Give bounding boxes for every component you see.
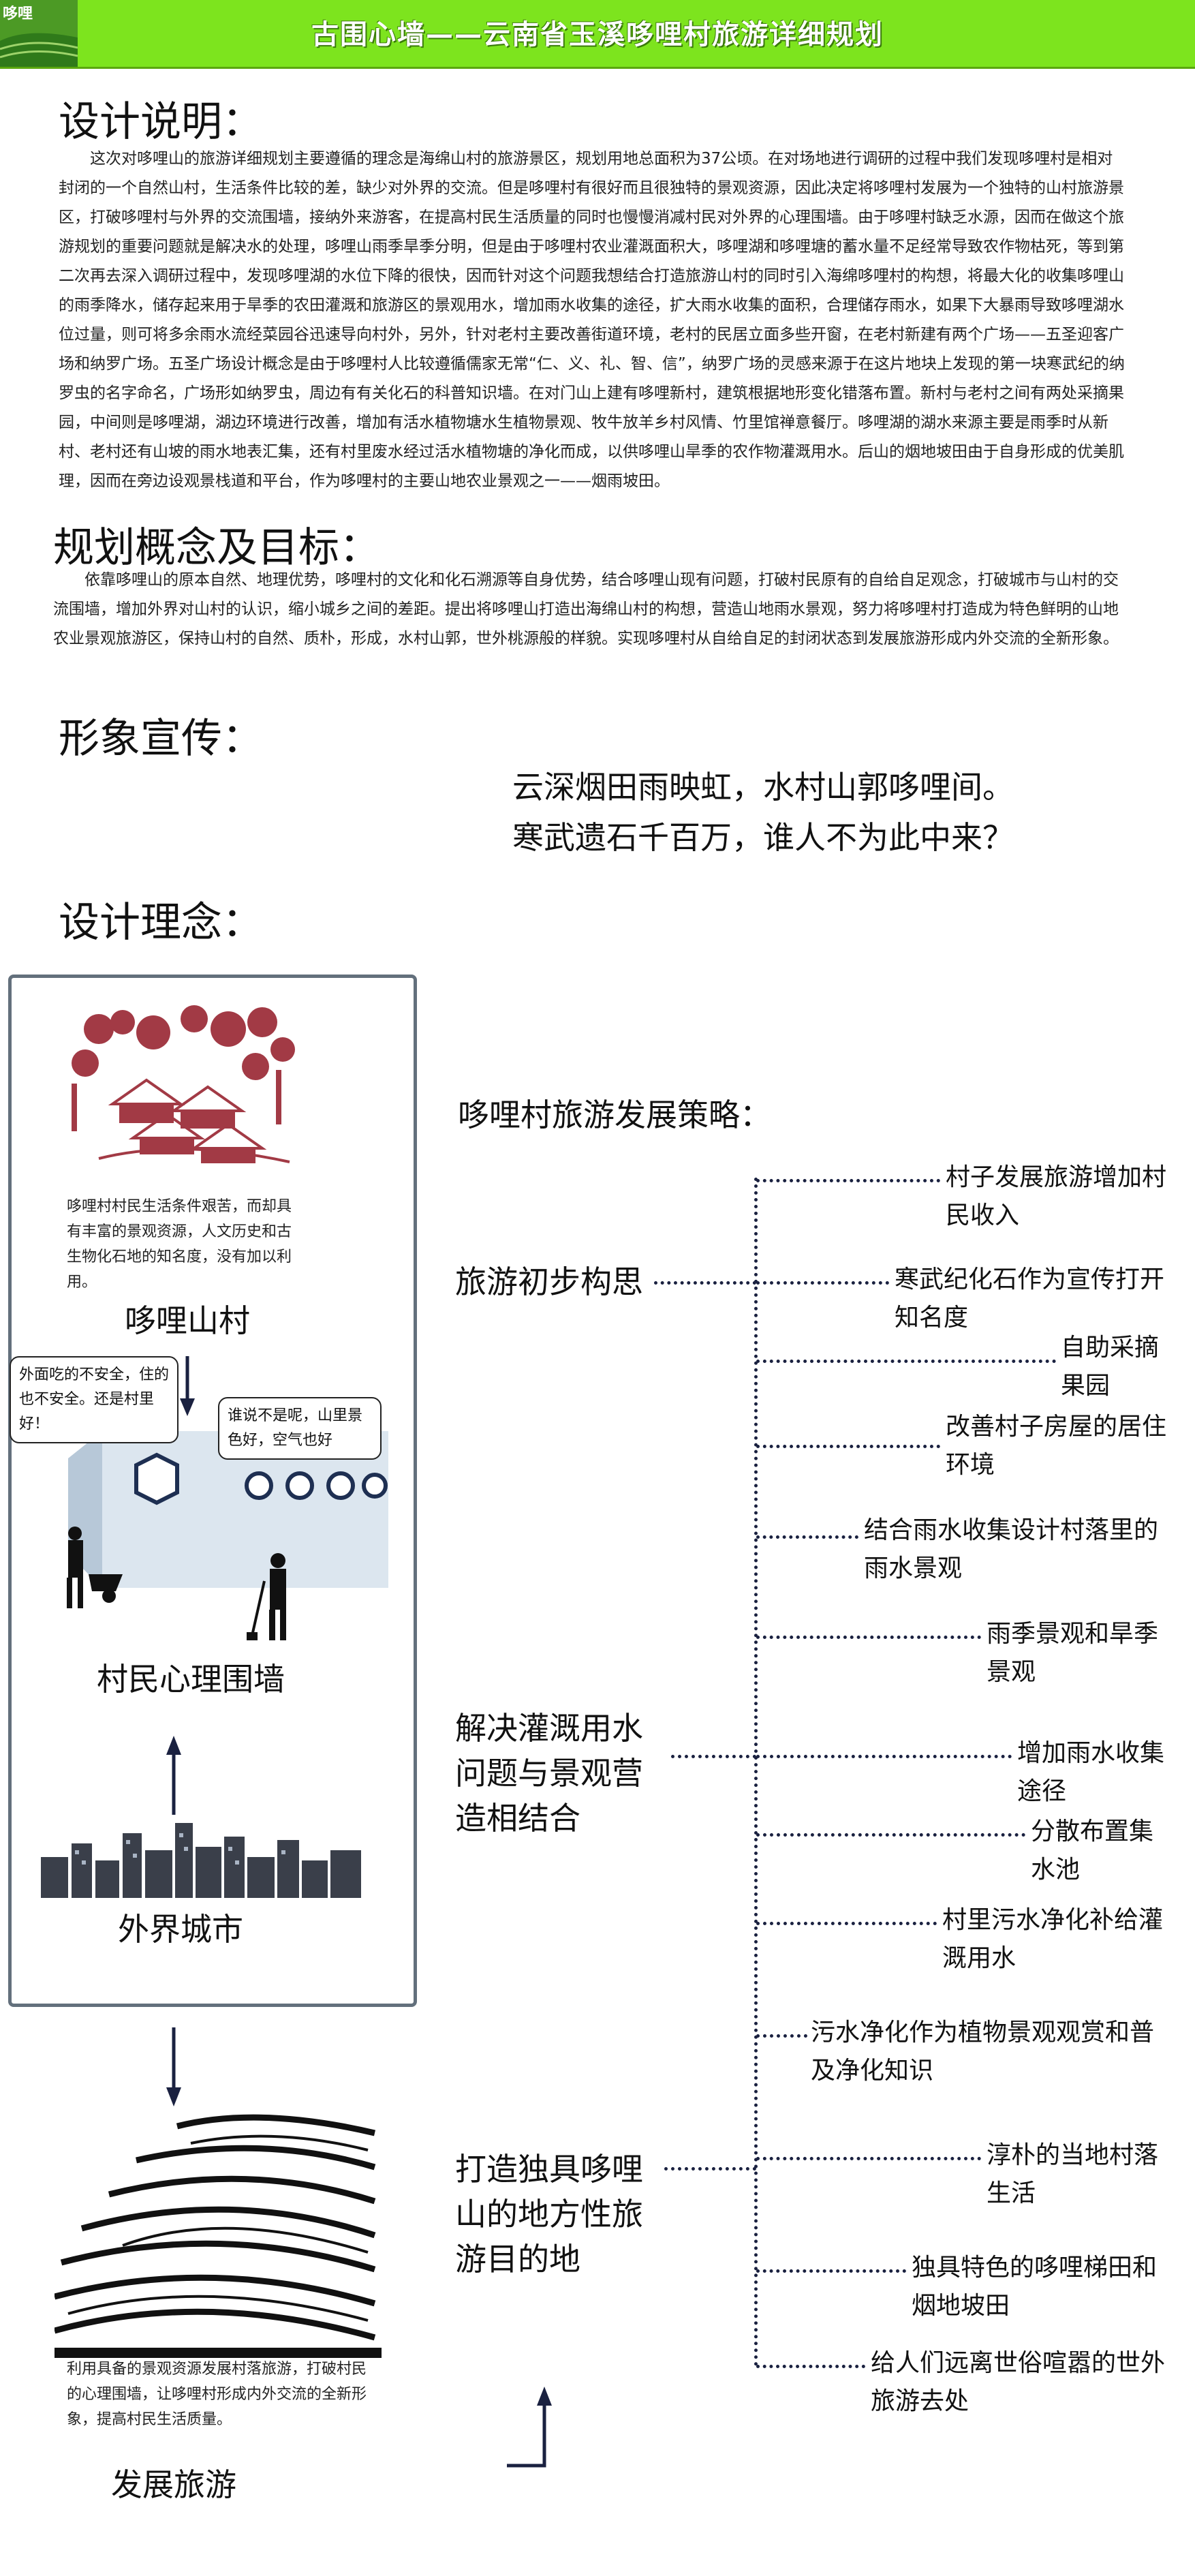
strategy-leaf: 增加雨水收集途径	[1017, 1739, 1165, 1805]
connector-line	[756, 2157, 981, 2160]
header-banner: 哆哩 古围心墙——云南省玉溪哆哩村旅游详细规划	[0, 0, 1195, 69]
connector-line	[664, 2167, 756, 2171]
strategy-leaf: 村里污水净化补给灌溉用水	[942, 1906, 1164, 1972]
city-label: 外界城市	[118, 1911, 243, 1948]
connector-line	[756, 1922, 937, 1925]
tourism-label: 发展旅游	[111, 2466, 236, 2503]
terrace-fields-illustration	[55, 2114, 382, 2358]
page-title: 古围心墙——云南省玉溪哆哩村旅游详细规划	[311, 19, 884, 50]
village-illustration	[72, 1005, 295, 1163]
strategy-leaf: 分散布置集水池	[1031, 1818, 1154, 1884]
wall-label: 村民心理围墙	[97, 1661, 285, 1698]
arrow-down-icon	[166, 2027, 181, 2106]
terrace-logo-icon	[0, 33, 78, 67]
wall-scene-illustration	[67, 1431, 388, 1640]
strategy-leaf: 结合雨水收集设计村落里的雨水景观	[864, 1516, 1159, 1582]
tourism-caption: 利用具备的景观资源发展村落旅游，打破村民的心理围墙，让哆哩村形成内外交流的全新形…	[67, 2361, 367, 2428]
concept-frame	[8, 975, 417, 2007]
village-caption: 哆哩村村民生活条件艰苦，而却具有丰富的景观资源，人文历史和古生物化石地的知名度，…	[67, 1198, 292, 1291]
city-skyline-illustration	[41, 1823, 361, 1898]
arrow-up-icon	[166, 1736, 181, 1815]
design-note-heading: 设计说明：	[59, 98, 263, 146]
arrow-down-icon	[180, 1356, 195, 1416]
connector-line	[756, 1636, 981, 1639]
concept-body: 依靠哆哩山的原本自然、地理优势，哆哩村的文化和化石溯源等自身优势，结合哆哩山现有…	[53, 571, 1119, 647]
strategy-leaf: 改善村子房屋的居住环境	[946, 1413, 1167, 1479]
connector-line	[671, 1755, 756, 1758]
slogan-line-2: 寒武遗石千百万，谁人不为此中来？	[512, 819, 1014, 856]
logo-text: 哆哩	[3, 5, 33, 22]
village-label: 哆哩山村	[125, 1302, 250, 1339]
speech-bubble-right: 谁说不是呢，山里景色好，空气也好	[218, 1397, 382, 1460]
strategy-leaf: 独具特色的哆哩梯田和烟地坡田	[912, 2254, 1158, 2320]
logo-thumbnail: 哆哩	[0, 0, 78, 67]
slogan-line-1: 云深烟田雨映虹，水村山郭哆哩间。	[512, 769, 1014, 806]
strategy-leaf: 给人们远离世俗喧嚣的世外旅游去处	[871, 2349, 1166, 2415]
connector-line	[756, 2034, 807, 2038]
design-note-body: 这次对哆哩山的旅游详细规划主要遵循的理念是海绵山村的旅游景区，规划用地总面积为3…	[59, 150, 1125, 490]
strategy-group-label: 打造独具哆哩山的地方性旅游目的地	[455, 2151, 643, 2278]
strategy-group-label: 旅游初步构思	[455, 1263, 643, 1300]
strategy-leaf: 寒武纪化石作为宣传打开知名度	[895, 1266, 1165, 1332]
connector-line	[756, 1281, 889, 1285]
strategy-leaf: 自助采摘果园	[1061, 1334, 1160, 1400]
strategy-group-label: 解决灌溉用水问题与景观营造相结合	[455, 1710, 643, 1837]
trunk-line	[754, 1178, 758, 2367]
promo-heading: 形象宣传：	[59, 715, 263, 763]
connector-line	[756, 1360, 1056, 1363]
strategy-leaf: 淳朴的当地村落生活	[987, 2141, 1159, 2207]
speech-bubble-left: 外面吃的不安全，住的也不安全。还是村里好！	[10, 1356, 179, 1443]
strategy-title: 哆哩村旅游发展策略：	[458, 1097, 771, 1133]
connector-line	[654, 1281, 756, 1285]
strategy-leaf: 雨季景观和旱季景观	[987, 1620, 1159, 1686]
connector-line	[756, 1535, 858, 1539]
philosophy-heading: 设计理念：	[59, 899, 263, 947]
connector-line	[756, 2365, 865, 2368]
connector-line	[756, 1179, 940, 1182]
strategy-leaf: 村子发展旅游增加村民收入	[946, 1163, 1167, 1229]
concept-heading: 规划概念及目标：	[53, 524, 380, 572]
connector-line	[756, 1833, 1025, 1837]
connector-line	[756, 2269, 906, 2273]
connector-line	[756, 1445, 940, 1448]
connector-line	[756, 1755, 1012, 1758]
arrow-up-icon	[507, 2387, 552, 2468]
strategy-leaf: 污水净化作为植物景观观赏和普及净化知识	[811, 2019, 1155, 2085]
